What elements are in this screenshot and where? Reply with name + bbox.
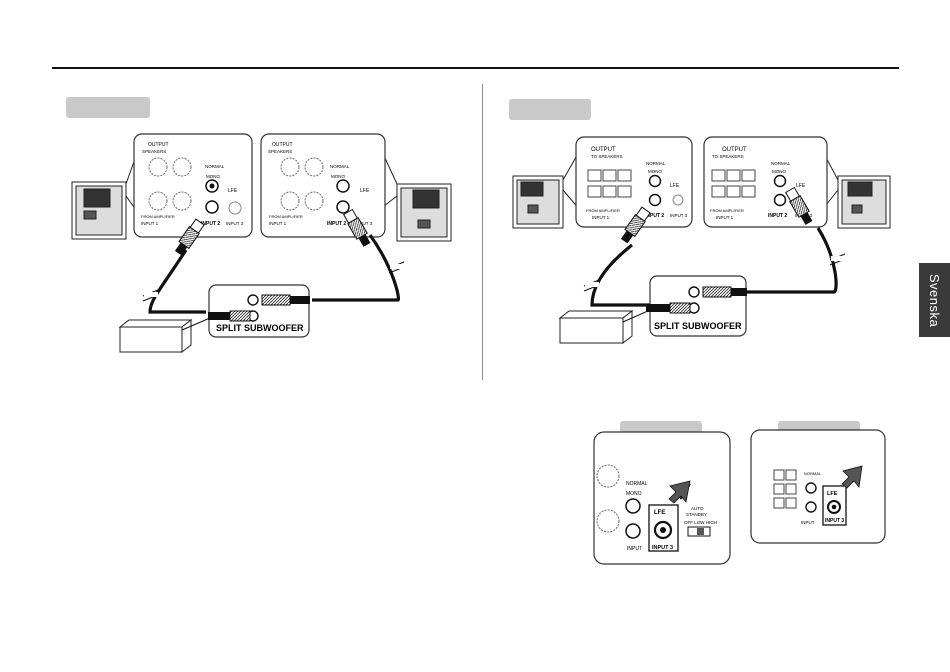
detail-panel-a: NORMAL MONO INPUT LFE INPUT 3 AUTO STAND… [593,431,731,565]
rca-plug [342,208,371,247]
pointer-arrow-icon [668,480,691,504]
panel-label: INPUT 1 [716,215,734,220]
panel-label: NORMAL [626,481,648,487]
panel-label: INPUT 2 [645,213,664,219]
panel-label: SPEAKERS [142,149,166,154]
panel-label: NORMAL [205,164,225,169]
pointer-arrow-icon [841,465,863,489]
panel-label: LFE [827,491,838,497]
panel-label: NORMAL [771,161,791,166]
panel-label: INPUT 3 [355,221,373,226]
panel-label: LFE [654,510,665,516]
split-subwoofer-label: SPLIT SUBWOOFER [216,323,304,333]
split-subwoofer-panel-right: SPLIT SUBWOOFER [646,275,747,337]
rear-panel-right-a: OUTPUT TO SPEAKERS NORMAL MONO LFE INPUT… [575,136,693,228]
panel-label: INPUT 1 [141,221,159,226]
panel-label: INPUT 3 [226,221,244,226]
rear-panel-left-a: OUTPUT SPEAKERS NORMAL MONO LFE INPUT 2 … [133,133,253,238]
label-tab-left [66,97,150,118]
panel-label: LFE [796,183,806,189]
panel-label: TO SPEAKERS [712,154,744,159]
panel-label: INPUT 1 [269,221,287,226]
panel-label: MONO [206,174,220,179]
rear-panel-left-b: OUTPUT SPEAKERS NORMAL MONO LFE INPUT 2 … [260,133,386,238]
subwoofer-unit-left [512,175,564,229]
panel-label: MONO [331,174,345,179]
rca-plug [174,218,205,256]
detail-panel-b: NORMAL INPUT LFE INPUT 3 [750,429,886,544]
panel-label: INPUT 2 [327,221,346,227]
panel-label: STANDBY [686,512,707,517]
rca-plug [620,206,651,244]
panel-label: INPUT [627,546,642,552]
panel-label: OUTPUT [148,142,169,148]
subwoofer-unit-right [837,175,891,229]
panel-label: MONO [648,169,662,174]
panel-label: OUTPUT [722,147,747,153]
panel-label: INPUT 1 [592,215,610,220]
label-tab-right [509,99,591,120]
column-divider [482,84,483,380]
panel-label: NORMAL [646,161,666,166]
panel-label: LFE [228,188,238,194]
split-subwoofer-panel-left: SPLIT SUBWOOFER [208,284,310,338]
panel-label: LFE [360,188,370,194]
subwoofer-unit-right [396,183,452,242]
left-figure: OUTPUT SPEAKERS NORMAL MONO LFE INPUT 2 … [71,133,452,354]
panel-label: LFE [670,183,680,189]
panel-label: TO SPEAKERS [591,154,623,159]
panel-label: OUTPUT [272,142,293,148]
right-figure: OUTPUT TO SPEAKERS NORMAL MONO LFE INPUT… [512,136,891,345]
panel-label: INPUT 3 [670,213,688,218]
panel-label: INPUT 3 [825,518,844,524]
amplifier-box-right [558,309,651,345]
rca-plug [784,186,813,225]
panel-label: AUTO [691,506,704,511]
panel-label: INPUT [801,520,815,525]
panel-label: FROM AMPLIFIER [586,208,620,213]
rear-panel-right-b: OUTPUT TO SPEAKERS NORMAL MONO LFE INPUT… [703,136,828,228]
header-rule [52,67,899,69]
panel-label: FROM AMPLIFIER [141,214,175,219]
split-subwoofer-label: SPLIT SUBWOOFER [654,321,742,331]
panel-label: NORMAL [804,471,822,476]
subwoofer-unit-left [71,181,127,240]
panel-label: OUTPUT [591,147,616,153]
panel-label: INPUT 3 [652,545,673,551]
panel-label: FROM AMPLIFIER [710,208,744,213]
language-side-tab: Svenska [919,263,950,337]
panel-label: OFF LOW HIGH [684,520,717,525]
panel-label: MONO [626,491,642,497]
panel-label: SPEAKERS [268,149,292,154]
panel-label: MONO [772,169,786,174]
panel-label: INPUT 2 [201,221,220,227]
panel-label: NORMAL [330,164,350,169]
panel-label: FROM AMPLIFIER [269,214,303,219]
panel-label: INPUT 2 [768,213,787,219]
amplifier-box-left [118,317,211,354]
